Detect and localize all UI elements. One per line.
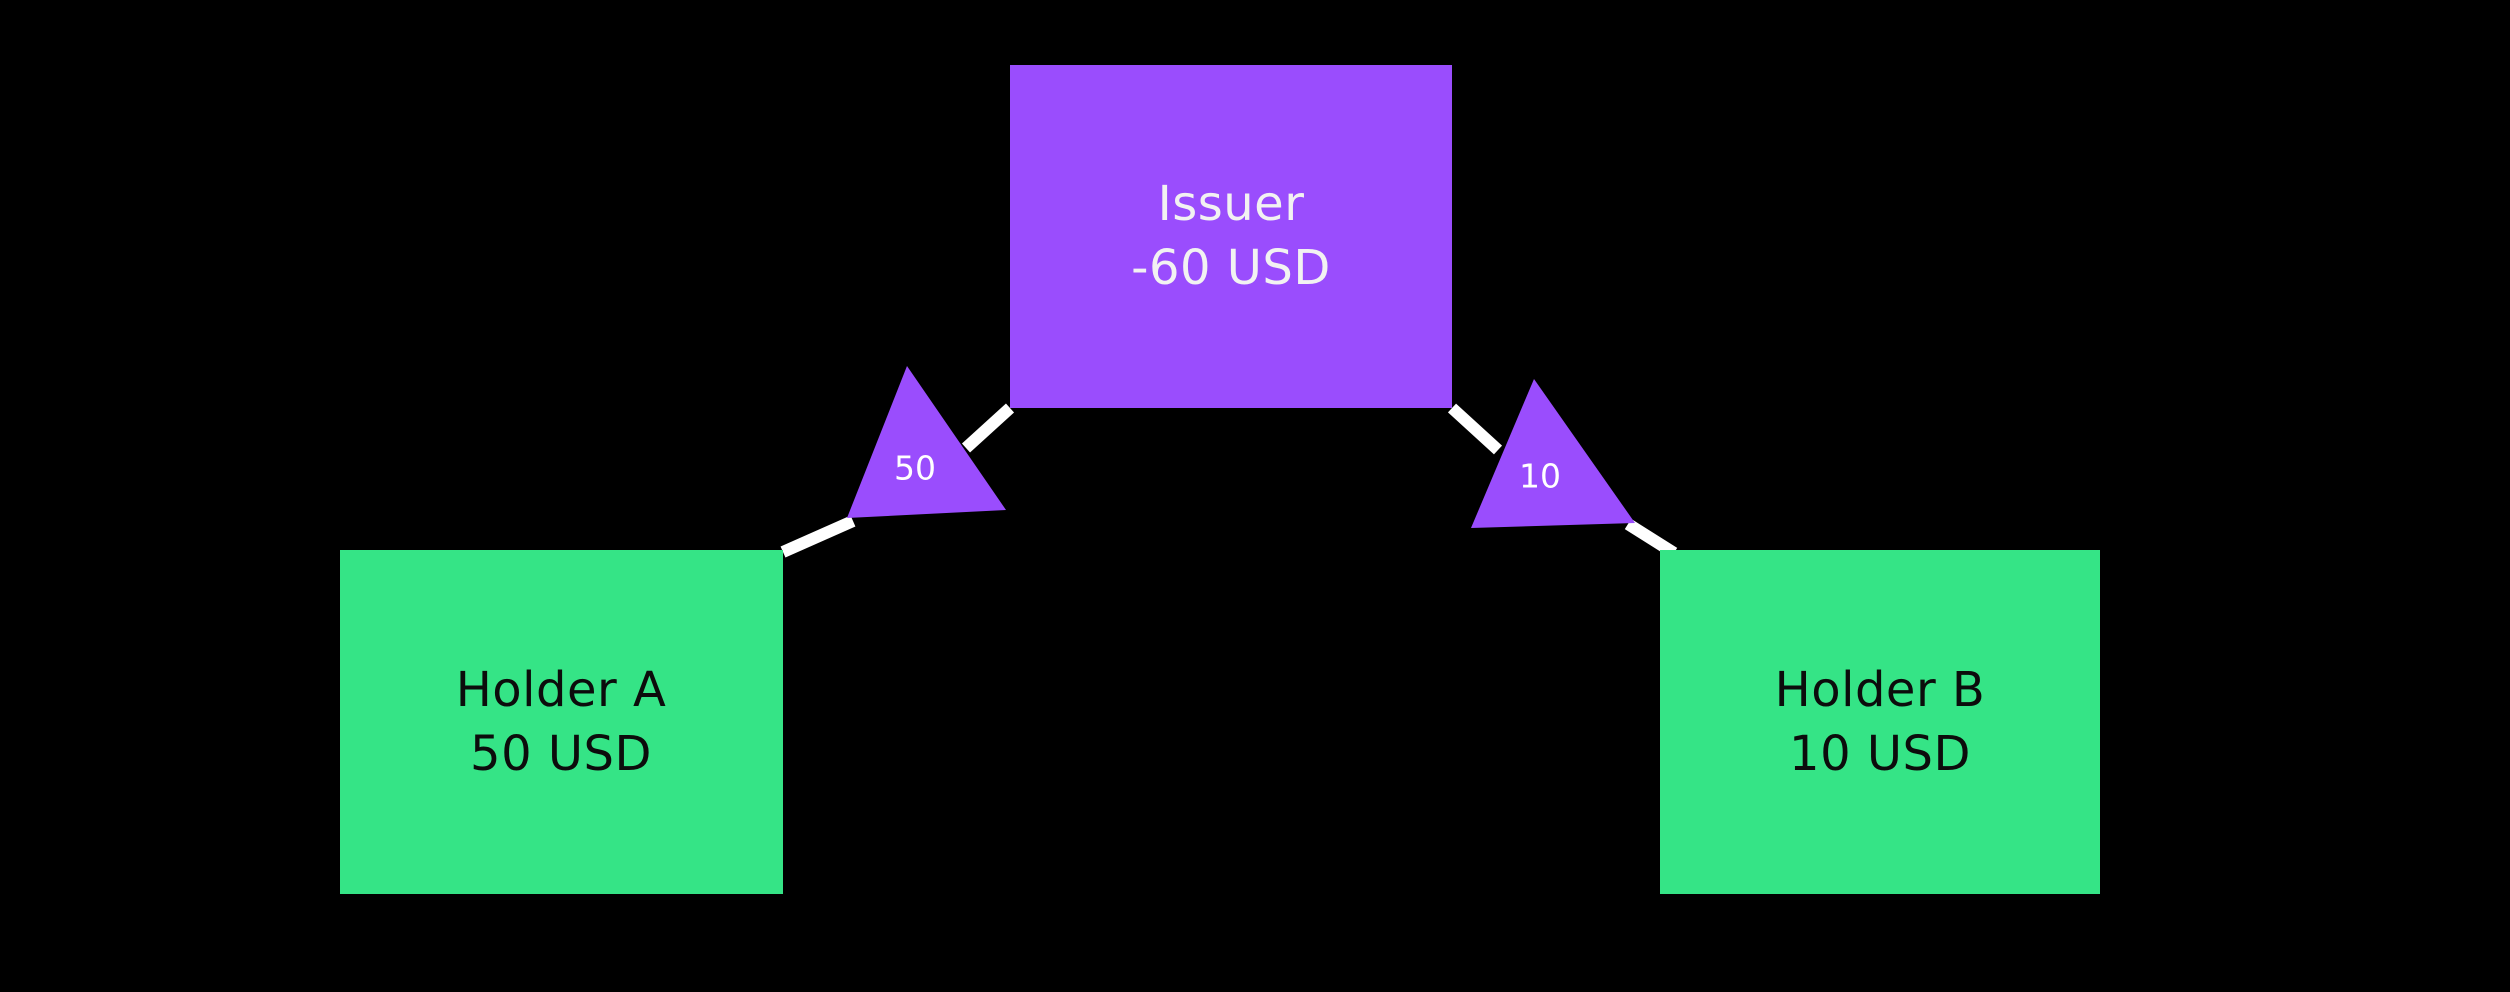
node-issuer[interactable]: Issuer -60 USD [1010, 65, 1452, 408]
edge-marker-triangle-b [1471, 379, 1635, 528]
edge-issuer-to-holder-a[interactable]: 50 [780, 366, 1015, 558]
edge-label-a: 50 [894, 449, 936, 488]
edge-marker-triangle-a [847, 366, 1006, 518]
node-holder-a-title: Holder A [456, 662, 667, 718]
node-holder-b[interactable]: Holder B 10 USD [1660, 550, 2100, 894]
node-issuer-title: Issuer [1158, 176, 1305, 232]
node-holder-a[interactable]: Holder A 50 USD [340, 550, 783, 894]
node-issuer-amount: -60 USD [1131, 240, 1331, 296]
edge-segment-upper-a [961, 403, 1015, 453]
node-holder-b-box [1660, 550, 2100, 894]
node-holder-a-amount: 50 USD [470, 726, 652, 782]
node-issuer-box [1010, 65, 1452, 408]
edge-segment-lower-a [780, 515, 856, 558]
node-holder-b-title: Holder B [1775, 662, 1986, 718]
edge-segment-upper-b [1447, 403, 1503, 455]
edge-segment-lower-b [1624, 518, 1678, 559]
node-holder-b-amount: 10 USD [1789, 726, 1971, 782]
edge-issuer-to-holder-b[interactable]: 10 [1447, 379, 1678, 559]
edge-label-b: 10 [1519, 457, 1561, 496]
node-holder-a-box [340, 550, 783, 894]
